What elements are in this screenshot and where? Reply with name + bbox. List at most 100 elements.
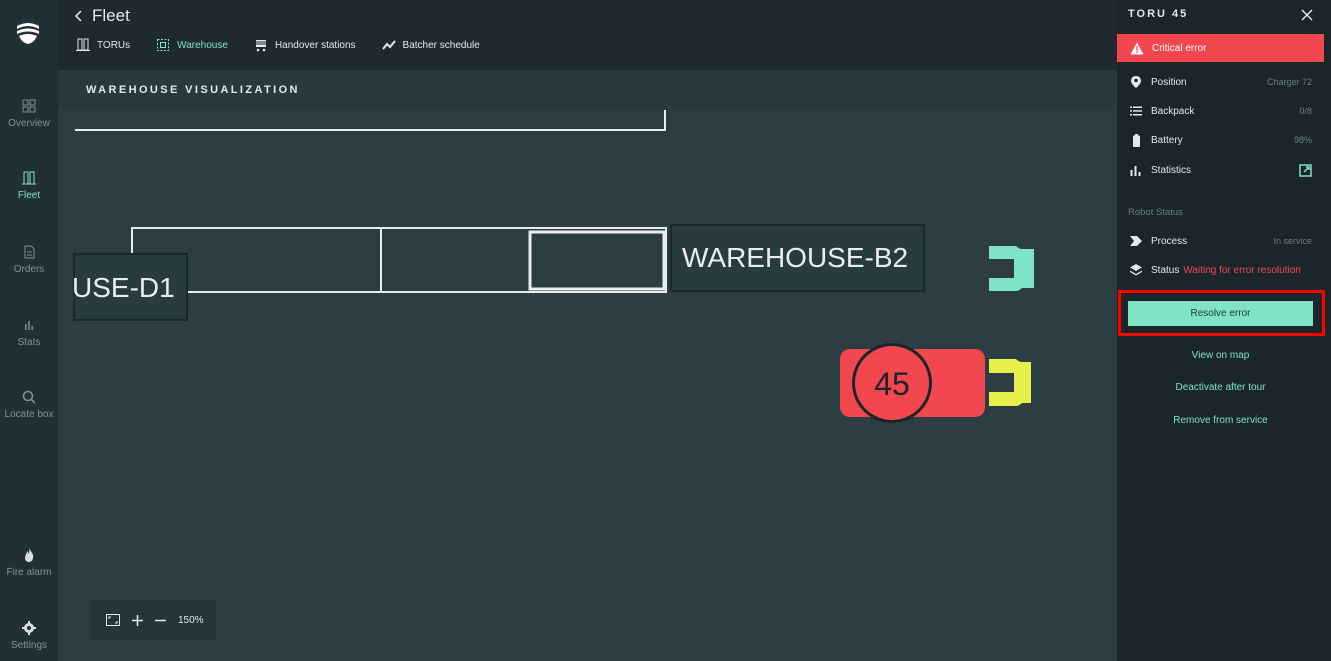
- warehouse-visualization: WAREHOUSE VISUALIZATION USE-D1 WAREHOUSE…: [58, 70, 1117, 661]
- back-button[interactable]: Fleet: [74, 6, 130, 26]
- robot-number: 45: [874, 366, 910, 402]
- bar-chart-icon: [25, 321, 33, 330]
- grid-icon: [157, 39, 170, 51]
- trend-icon: [381, 40, 396, 50]
- tab-handover-stations[interactable]: Handover stations: [254, 38, 356, 52]
- zoom-in-button[interactable]: [132, 614, 143, 626]
- logo-icon: [17, 23, 39, 44]
- rack-cell[interactable]: [528, 230, 666, 291]
- view-on-map-link[interactable]: View on map: [1191, 350, 1250, 361]
- rack-outline: [131, 227, 667, 293]
- resolve-error-button[interactable]: Resolve error: [1128, 301, 1313, 326]
- zoom-controls: 150%: [90, 600, 216, 640]
- plus-icon: [132, 614, 143, 626]
- chevron-left-icon: [74, 10, 82, 22]
- fire-icon: [25, 548, 34, 562]
- resolve-highlight: [1118, 290, 1325, 336]
- tab-label: TORUs: [97, 39, 131, 51]
- charger-icon[interactable]: [989, 246, 1034, 291]
- sidebar-item-locate-box[interactable]: Locate box: [0, 389, 58, 420]
- warehouse-map[interactable]: USE-D1 WAREHOUSE-B2 45: [58, 70, 1117, 661]
- visualization-header: WAREHOUSE VISUALIZATION: [58, 70, 1117, 110]
- layers-icon: [1130, 264, 1142, 276]
- row-label: Backpack: [1151, 105, 1195, 117]
- zoom-out-button[interactable]: [155, 615, 166, 626]
- status-value: Waiting for error resolution: [1183, 264, 1301, 276]
- sidebar-item-label: Overview: [8, 118, 50, 129]
- sidebar-item-label: Settings: [10, 640, 48, 651]
- robot-toru-45[interactable]: 45: [840, 343, 985, 423]
- tab-label: Handover stations: [274, 39, 356, 51]
- tab-label: Warehouse: [177, 39, 228, 51]
- list-icon: [1130, 106, 1142, 116]
- robot-status-heading: Robot Status: [1128, 207, 1183, 218]
- tab-batcher-schedule[interactable]: Batcher schedule: [381, 38, 480, 52]
- external-link-button[interactable]: [1299, 164, 1312, 177]
- document-icon: [24, 245, 35, 259]
- external-link-icon: [1299, 164, 1312, 177]
- close-icon: [1301, 9, 1313, 21]
- row-value: In service: [1273, 236, 1312, 246]
- status-row: Status Waiting for error resolution: [1130, 264, 1320, 276]
- critical-error-banner: Critical error: [1117, 34, 1324, 62]
- tab-torus[interactable]: TORUs: [76, 38, 130, 52]
- statistics-row[interactable]: Statistics: [1130, 164, 1312, 177]
- battery-row: Battery 98%: [1130, 133, 1312, 147]
- sidebar: Overview Fleet Orders Stats Locate box F…: [0, 0, 58, 661]
- sidebar-item-overview[interactable]: Overview: [0, 98, 58, 129]
- cart-icon: [255, 40, 266, 52]
- row-label: Status: [1151, 264, 1180, 276]
- tab-warehouse[interactable]: Warehouse: [156, 38, 228, 52]
- panel-title: TORU 45: [1128, 8, 1189, 20]
- tab-bar: TORUs Warehouse Handover stations Batche…: [76, 38, 480, 52]
- row-value: Charger 72: [1266, 77, 1312, 87]
- location-pin-icon: [1131, 76, 1141, 88]
- process-row: Process In service: [1130, 235, 1312, 247]
- fit-screen-button[interactable]: [106, 614, 120, 626]
- bar-chart-icon: [1130, 166, 1141, 176]
- close-button[interactable]: [1301, 5, 1313, 26]
- visualization-title: WAREHOUSE VISUALIZATION: [86, 84, 300, 96]
- zoom-level: 150%: [178, 614, 204, 626]
- position-row: Position Charger 72: [1130, 76, 1312, 88]
- sidebar-item-orders[interactable]: Orders: [0, 244, 58, 275]
- deactivate-after-tour-link[interactable]: Deactivate after tour: [1175, 382, 1266, 393]
- remove-from-service-link[interactable]: Remove from service: [1173, 415, 1268, 426]
- row-label: Battery: [1151, 134, 1183, 146]
- process-arrow-icon: [1130, 236, 1142, 246]
- warning-icon: [1130, 42, 1144, 54]
- sidebar-item-label: Fire alarm: [6, 567, 52, 578]
- charger-icon[interactable]: [989, 359, 1031, 406]
- row-label: Position: [1151, 76, 1187, 88]
- zone-label-box: [73, 253, 188, 321]
- sidebar-item-fire-alarm[interactable]: Fire alarm: [0, 547, 58, 578]
- zone-label-box: [670, 224, 925, 292]
- page-title: Fleet: [92, 6, 130, 25]
- search-icon: [22, 390, 36, 404]
- robot-detail-panel: TORU 45 Critical error Position Charger …: [1117, 0, 1331, 661]
- sidebar-item-stats[interactable]: Stats: [0, 317, 58, 348]
- row-label: Process: [1151, 235, 1188, 247]
- backpack-row: Backpack 0/8: [1130, 105, 1312, 117]
- gear-icon: [22, 621, 36, 635]
- sidebar-item-settings[interactable]: Settings: [0, 620, 58, 651]
- sidebar-item-label: Fleet: [17, 190, 41, 201]
- sidebar-item-fleet[interactable]: Fleet: [0, 170, 58, 201]
- minus-icon: [155, 619, 166, 621]
- shelf-icon: [76, 38, 90, 51]
- shelf-icon: [22, 171, 36, 185]
- row-value: 98%: [1293, 135, 1312, 145]
- sidebar-item-label: Orders: [13, 264, 45, 275]
- tab-label: Batcher schedule: [402, 39, 480, 51]
- grid-icon: [22, 99, 36, 113]
- sidebar-item-label: Stats: [17, 337, 41, 348]
- error-text: Critical error: [1152, 42, 1207, 54]
- row-value: 0/8: [1299, 106, 1312, 116]
- battery-icon: [1132, 133, 1140, 147]
- row-label: Statistics: [1151, 165, 1192, 176]
- sidebar-item-label: Locate box: [4, 409, 54, 420]
- zone-label-d1: USE-D1: [72, 272, 175, 303]
- fit-screen-icon: [106, 614, 120, 626]
- zone-label-b2: WAREHOUSE-B2: [682, 242, 908, 273]
- top-bar: Fleet TORUs Warehouse Handover stations …: [58, 0, 1117, 70]
